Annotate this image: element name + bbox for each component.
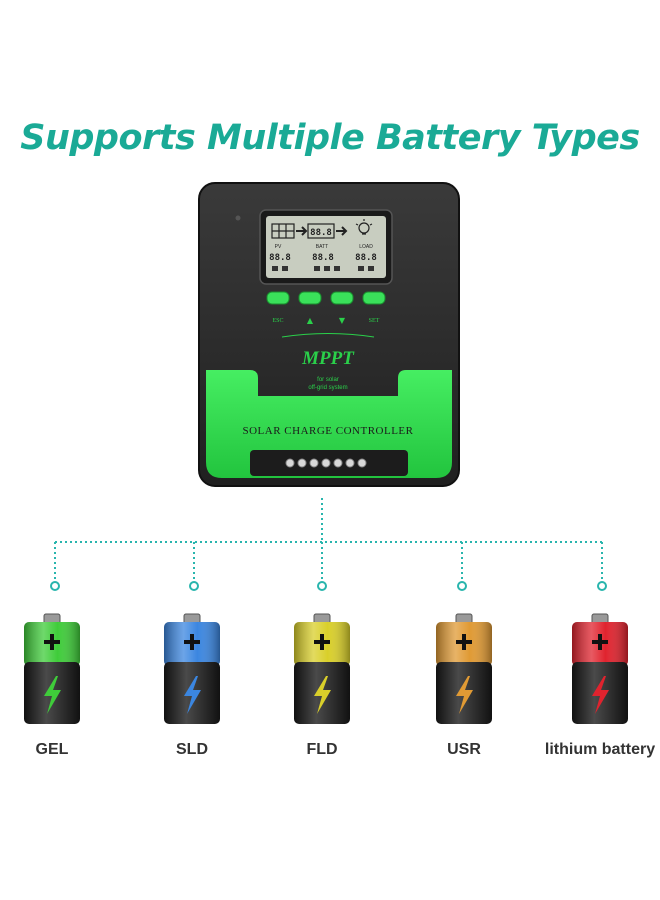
- lcd-label-pv: PV: [275, 244, 282, 250]
- lcd-graphics: [271, 219, 373, 239]
- battery-label: USR: [447, 741, 481, 758]
- plus-icon: [456, 634, 472, 650]
- battery-2: [290, 612, 354, 728]
- set-button[interactable]: [362, 291, 386, 305]
- battery-1: [160, 612, 224, 728]
- status-led: [235, 215, 241, 221]
- battery-icon: [436, 613, 492, 724]
- down-button[interactable]: [330, 291, 354, 305]
- battery-4: [568, 612, 632, 728]
- up-button-label: ▲: [307, 316, 314, 325]
- node-gel: [50, 581, 60, 591]
- esc-button[interactable]: [266, 291, 290, 305]
- headline: Supports Multiple Battery Types: [20, 118, 640, 158]
- node-lithium: [597, 581, 607, 591]
- logo-arc: [281, 333, 375, 338]
- tagline-line-2: off-grid system: [308, 385, 347, 391]
- lcd-top-digits: 88.8: [310, 228, 332, 238]
- node-fld: [317, 581, 327, 591]
- plus-icon: [44, 634, 60, 650]
- battery-icon: [294, 613, 350, 724]
- lightning-bolt-icon: [314, 676, 331, 714]
- battery-label: GEL: [35, 741, 69, 758]
- battery-icon: [572, 613, 628, 724]
- battery-icon: [24, 613, 80, 724]
- plus-icon: [184, 634, 200, 650]
- node-sld: [189, 581, 199, 591]
- terminal-screws: [285, 458, 367, 468]
- plus-icon: [592, 634, 608, 650]
- esc-button-label: ESC: [272, 318, 283, 324]
- mppt-logo: MPPT: [301, 348, 355, 369]
- up-button[interactable]: [298, 291, 322, 305]
- lcd-load-digits: 88.8: [355, 253, 377, 263]
- solar-charge-controller: 88.8 PV BATT LOAD 88.8 88.8 88.8 ESC ▲ ▼…: [198, 182, 460, 488]
- tagline-line-1: for solar: [317, 377, 339, 383]
- battery-label: FLD: [306, 741, 338, 758]
- lightning-bolt-icon: [184, 676, 201, 714]
- lightning-bolt-icon: [592, 676, 609, 714]
- battery-icon: [164, 613, 220, 724]
- lcd-label-load: LOAD: [359, 244, 373, 250]
- battery-3: [432, 612, 496, 728]
- lcd-pv-digits: 88.8: [269, 253, 291, 263]
- battery-label: lithium battery: [544, 741, 656, 758]
- set-button-label: SET: [369, 318, 380, 324]
- battery-label: SLD: [176, 741, 208, 758]
- lightning-bolt-icon: [456, 676, 473, 714]
- lcd-status-icons: [272, 266, 374, 271]
- connector-tree: [50, 498, 607, 591]
- lightning-bolt-icon: [44, 676, 61, 714]
- battery-0: [20, 612, 84, 728]
- panel-label: SOLAR CHARGE CONTROLLER: [242, 425, 413, 437]
- controller-illustration: 88.8 PV BATT LOAD 88.8 88.8 88.8 ESC ▲ ▼…: [198, 182, 460, 487]
- plus-icon: [314, 634, 330, 650]
- lcd-batt-digits: 88.8: [312, 253, 334, 263]
- node-usr: [457, 581, 467, 591]
- down-button-label: ▼: [339, 316, 346, 325]
- lcd-label-batt: BATT: [316, 244, 328, 250]
